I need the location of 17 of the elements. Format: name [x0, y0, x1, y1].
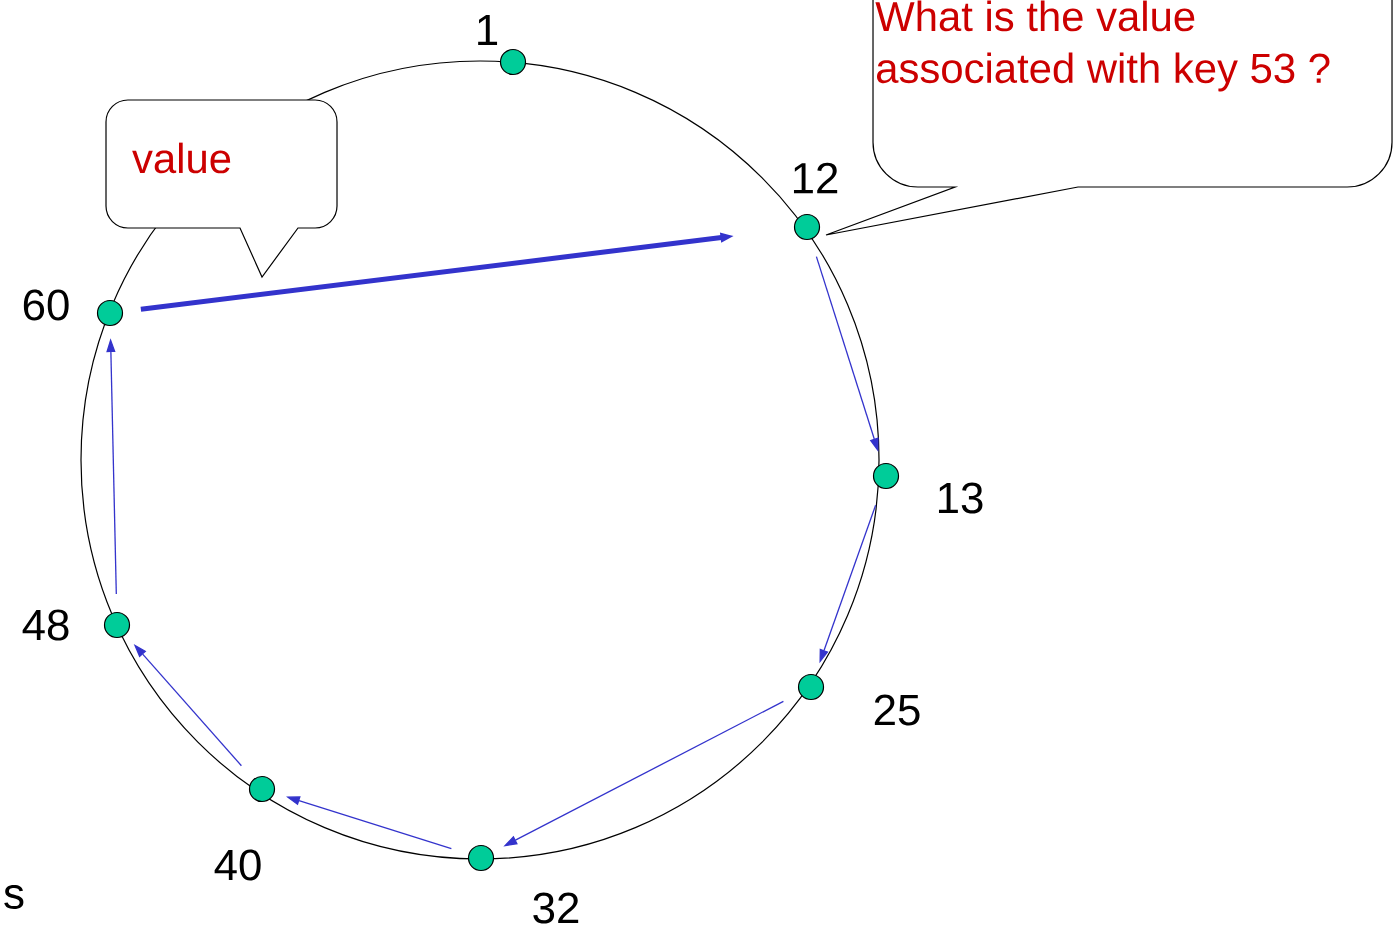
node-id-label: 32 [533, 892, 579, 924]
node-id-label: 13 [939, 482, 983, 514]
peer-node [797, 673, 825, 701]
peer-node [96, 299, 124, 327]
peer-node [103, 611, 131, 639]
node-id-label: 48 [22, 609, 69, 641]
node-id-label: 40 [214, 849, 261, 881]
speech-bubble: value [105, 99, 338, 278]
partial-label: s [4, 885, 24, 909]
peer-node [872, 462, 900, 490]
node-id-label: 1 [478, 14, 498, 46]
peer-node [248, 775, 276, 803]
node-id-label: 60 [23, 289, 69, 321]
peer-node [499, 48, 527, 76]
peer-node [793, 213, 821, 241]
peer-node [467, 844, 495, 872]
node-id-label: 25 [874, 694, 920, 726]
